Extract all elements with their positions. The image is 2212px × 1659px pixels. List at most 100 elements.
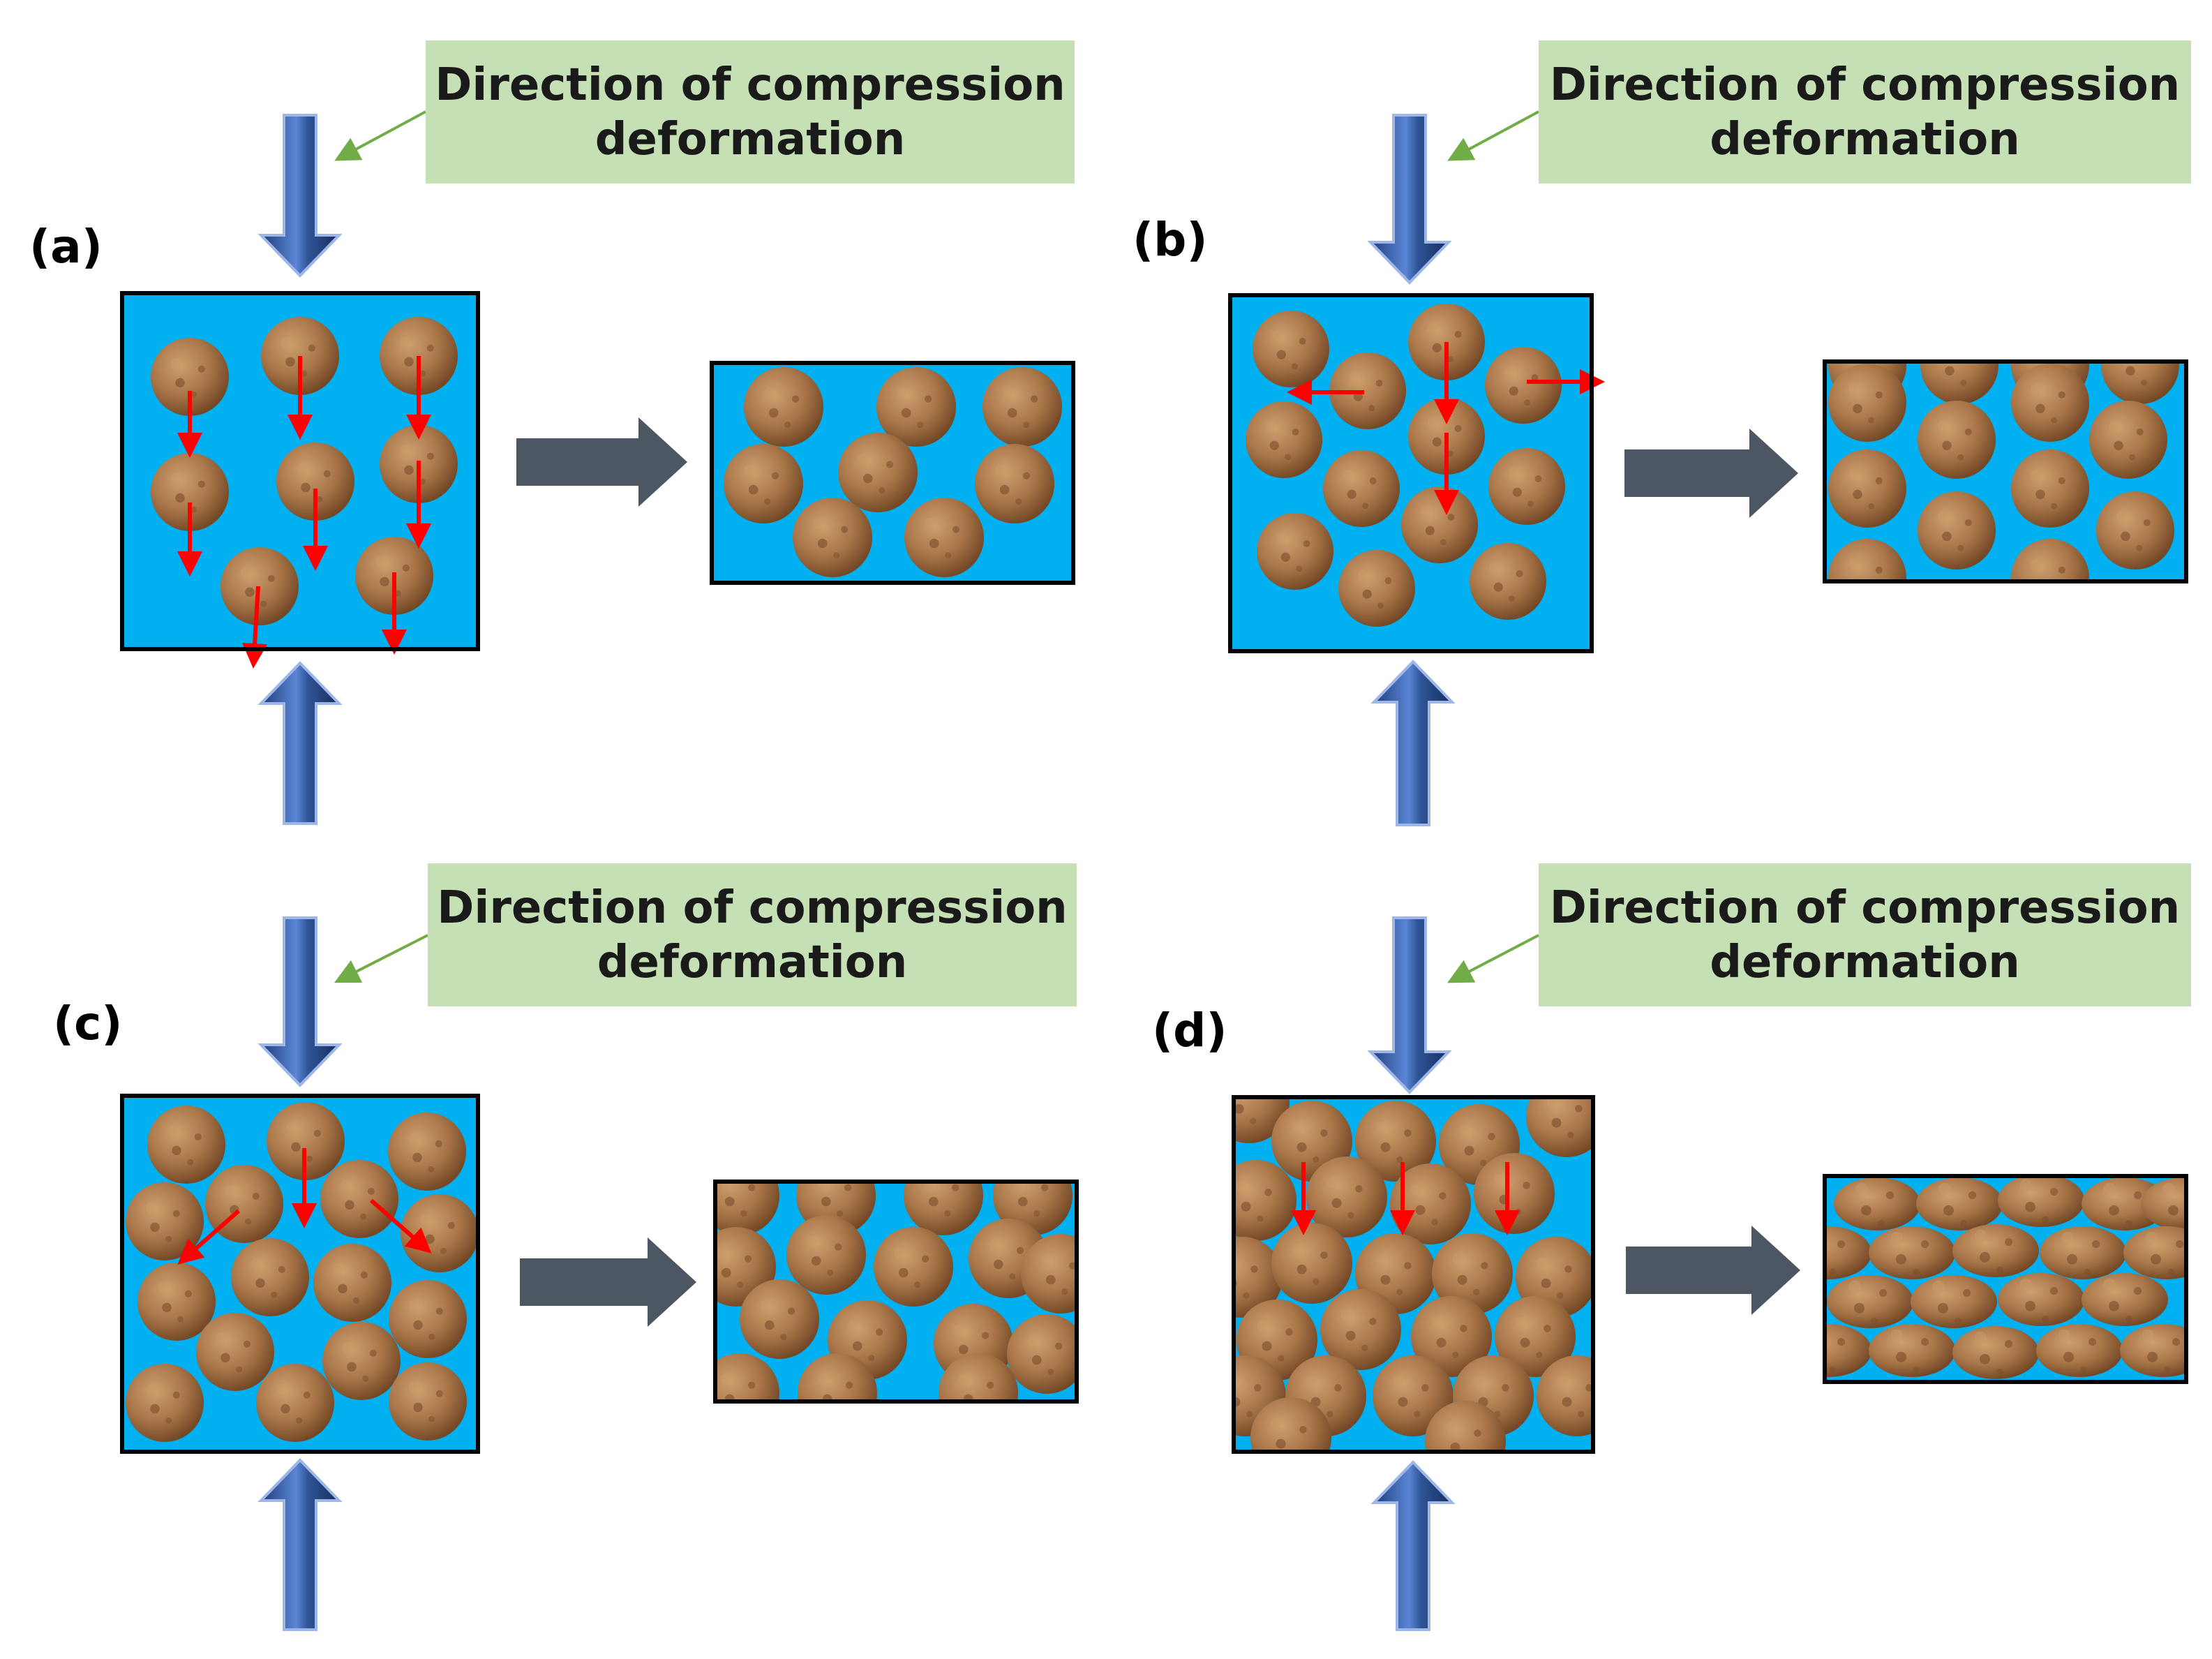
particle	[137, 1263, 216, 1341]
press-bottom-a	[257, 661, 343, 825]
particle	[1021, 1234, 1077, 1314]
particle-speck	[1331, 1198, 1342, 1208]
particle-speck	[2088, 1338, 2097, 1346]
particle-speck	[1996, 1266, 2004, 1274]
particle-speck	[1450, 1442, 1460, 1452]
particle-body	[1828, 539, 1906, 581]
particle	[744, 367, 823, 447]
press-arrow-down-icon	[1367, 916, 1452, 1094]
particle-speck	[951, 1184, 959, 1191]
particle-speck	[833, 552, 840, 559]
particle-body	[2101, 362, 2179, 404]
particle	[975, 444, 1054, 523]
particle-body	[2123, 1226, 2186, 1279]
particle-speck	[827, 1270, 834, 1277]
particle-speck	[1236, 1180, 1248, 1192]
particle-speck	[817, 538, 828, 549]
particle-speck	[2050, 1287, 2058, 1295]
particle-speck	[165, 1235, 172, 1242]
particle-speck	[362, 1375, 369, 1382]
particle-speck	[1807, 1330, 1819, 1341]
particle-speck	[1265, 421, 1276, 432]
particle-speck	[1313, 1156, 1320, 1163]
particle-speck	[1269, 440, 1279, 450]
particle-speck	[1306, 1376, 1317, 1388]
particle-speck	[1368, 405, 1375, 412]
particle-speck	[989, 1239, 1001, 1251]
particle-speck	[1473, 1288, 1480, 1295]
particle-speck	[1428, 417, 1439, 429]
particle-speck	[428, 1333, 435, 1340]
particle-speck	[1812, 1352, 1823, 1362]
particle-speck	[2031, 469, 2042, 481]
particle	[1998, 1176, 2084, 1227]
particle	[1411, 1296, 1492, 1377]
particle-speck	[1504, 366, 1516, 378]
particle-speck	[1250, 1117, 1257, 1124]
particle-body	[939, 1353, 1018, 1401]
particle-speck	[1541, 1278, 1551, 1288]
particle-speck	[1041, 1254, 1053, 1266]
particle-body	[126, 1182, 204, 1260]
particle	[256, 1364, 334, 1442]
particle-speck	[1264, 1189, 1272, 1196]
particle-speck	[426, 452, 434, 460]
particle-speck	[1436, 1337, 1447, 1348]
particle-body	[786, 1215, 866, 1295]
particle-speck	[1349, 372, 1360, 383]
particle-flow-arrow-icon	[370, 1198, 432, 1253]
particle-speck	[1515, 1316, 1527, 1328]
particle-speck	[2125, 1315, 2133, 1323]
particle-body	[2011, 449, 2089, 528]
particle	[2040, 1226, 2126, 1279]
particle	[1355, 1101, 1436, 1182]
particle-speck	[747, 1381, 756, 1389]
particle-body	[196, 1313, 274, 1391]
particle-speck	[791, 395, 800, 403]
particle-body	[231, 1238, 309, 1316]
particle-speck	[1807, 1232, 1819, 1244]
particle-speck	[986, 1381, 994, 1389]
particle-speck	[301, 370, 308, 377]
particle-body	[1952, 1224, 2039, 1277]
particle-speck	[1964, 519, 1972, 526]
particle	[1246, 401, 1322, 478]
loose-packing-a	[122, 293, 478, 669]
particle-body	[320, 1160, 398, 1238]
particle	[151, 453, 229, 531]
particle-speck	[323, 470, 331, 477]
particle	[320, 1160, 398, 1238]
particle-speck	[1447, 514, 1455, 521]
particle-speck	[1941, 346, 1952, 357]
particle-body	[1246, 401, 1322, 478]
particle	[2082, 1177, 2168, 1230]
particle-speck	[145, 1383, 157, 1395]
particle-body	[2036, 1324, 2123, 1377]
particle-speck	[395, 590, 402, 597]
particle-speck	[1459, 1124, 1471, 1136]
particle-speck	[419, 370, 426, 377]
particle-speck	[2042, 1216, 2049, 1223]
particle-speck	[260, 600, 267, 607]
particle-speck	[747, 1184, 756, 1191]
moderate-packing-b	[1230, 295, 1605, 651]
particle-speck	[1414, 1411, 1421, 1418]
particle-speck	[2141, 379, 2148, 386]
panel-label-b: (b)	[1133, 213, 1208, 267]
particle-speck	[1481, 1262, 1488, 1270]
particle-body	[2141, 1177, 2186, 1230]
callout-box-c: Direction of compression deformation	[428, 863, 1077, 1006]
particle-speck	[404, 357, 414, 367]
particle-speck	[157, 1282, 169, 1294]
particle-body	[1474, 1153, 1555, 1234]
particle-speck	[1489, 563, 1500, 574]
particle-speck	[2067, 1253, 2077, 1265]
particle	[715, 1353, 779, 1401]
particle-speck	[1262, 1341, 1272, 1351]
particle-speck	[333, 1263, 345, 1275]
process-arrow-a	[516, 417, 687, 507]
particle-body	[1250, 1397, 1331, 1452]
particle-speck	[271, 1291, 278, 1298]
particle-speck	[1896, 1253, 1906, 1265]
particle	[1373, 1355, 1454, 1436]
